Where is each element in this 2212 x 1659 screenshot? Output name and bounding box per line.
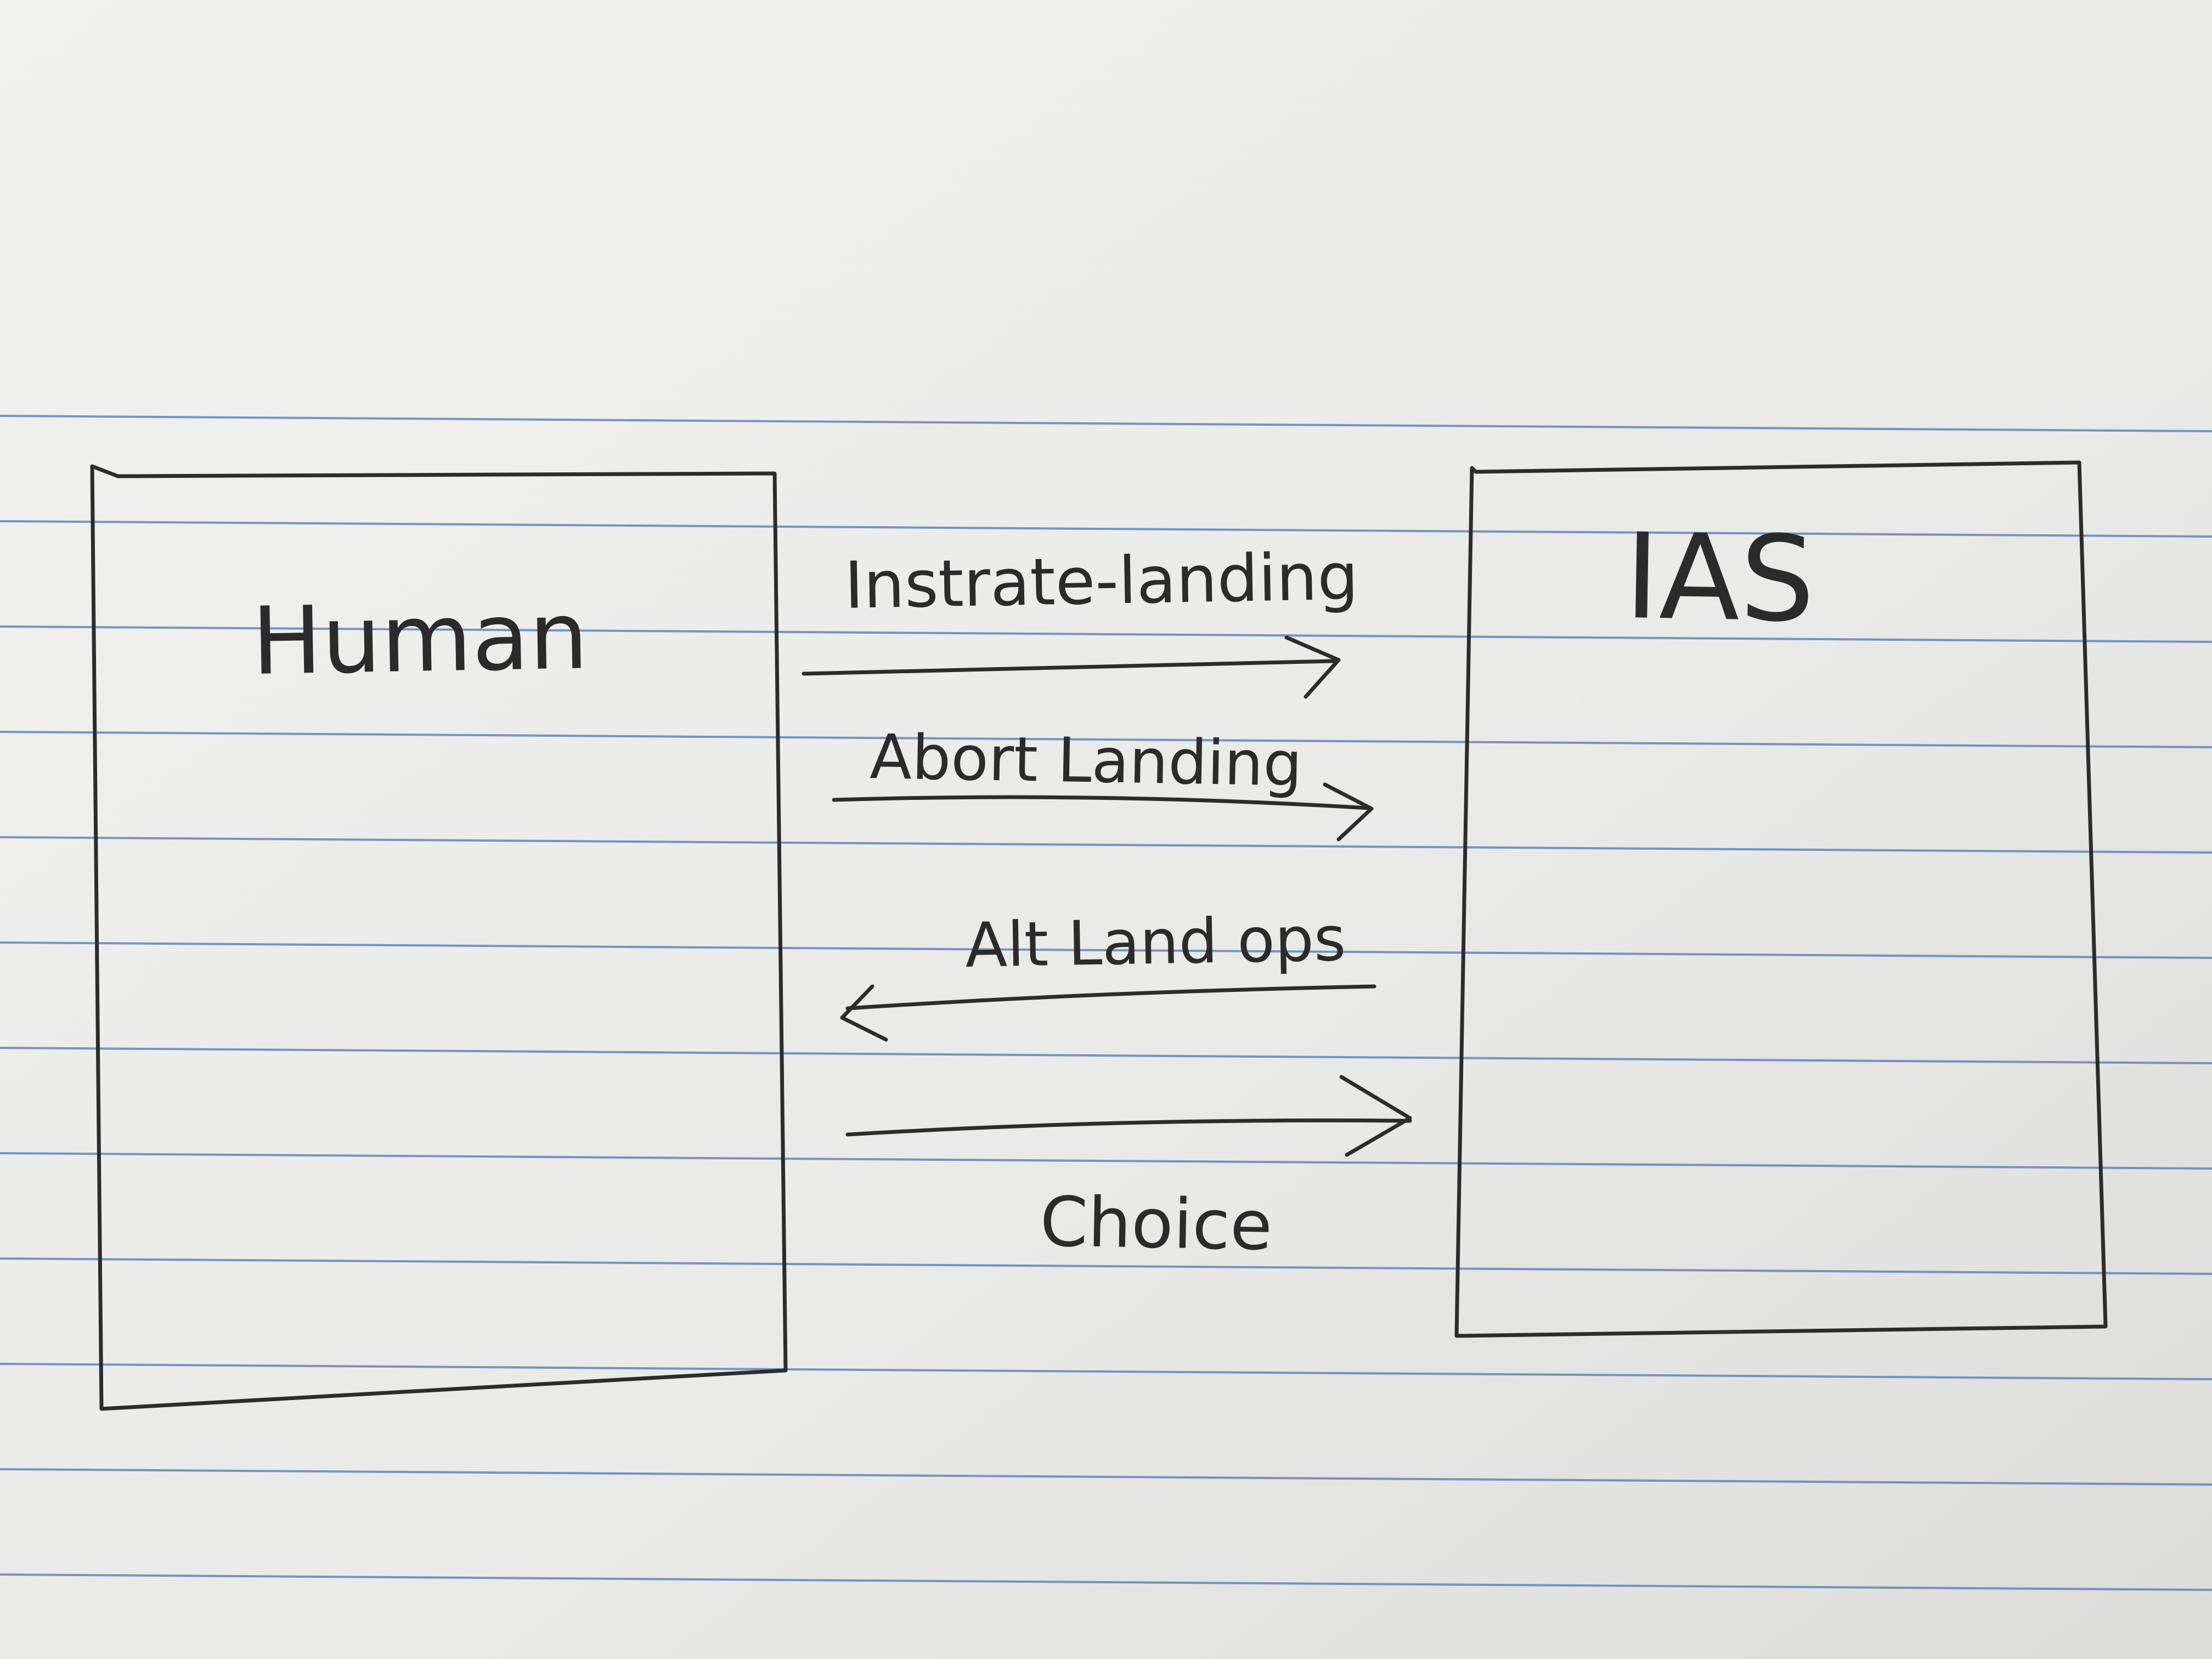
ias-box — [1454, 460, 2108, 1338]
ias-label: IAS — [1623, 507, 1816, 648]
ruled-line — [0, 1363, 2212, 1380]
arrow-abort-landing — [832, 782, 1374, 842]
human-box — [90, 464, 788, 1411]
arrow-alt-land-ops — [840, 984, 1376, 1042]
ruled-line — [0, 1257, 2212, 1275]
human-label: Human — [251, 582, 589, 696]
ruled-line — [0, 1573, 2212, 1591]
ruled-line — [0, 731, 2212, 748]
ruled-line — [0, 941, 2212, 959]
ruled-line — [0, 625, 2212, 643]
edge-label-alt-land-ops: Alt Land ops — [964, 904, 1346, 981]
ruled-line — [0, 836, 2212, 854]
edge-label-choice: Choice — [1039, 1182, 1273, 1266]
ruled-line — [0, 520, 2212, 538]
edge-label-abort-landing: Abort Landing — [870, 721, 1303, 800]
ruled-line — [0, 415, 2212, 432]
ruled-line — [0, 1152, 2212, 1170]
ruled-line — [0, 1468, 2212, 1486]
ruled-lines — [0, 415, 2212, 1591]
edge-label-instrate-landing: Instrate-landing — [844, 539, 1359, 623]
ruled-line — [0, 1047, 2212, 1064]
arrow-choice — [845, 1075, 1412, 1157]
arrow-instrate-landing — [802, 635, 1341, 699]
